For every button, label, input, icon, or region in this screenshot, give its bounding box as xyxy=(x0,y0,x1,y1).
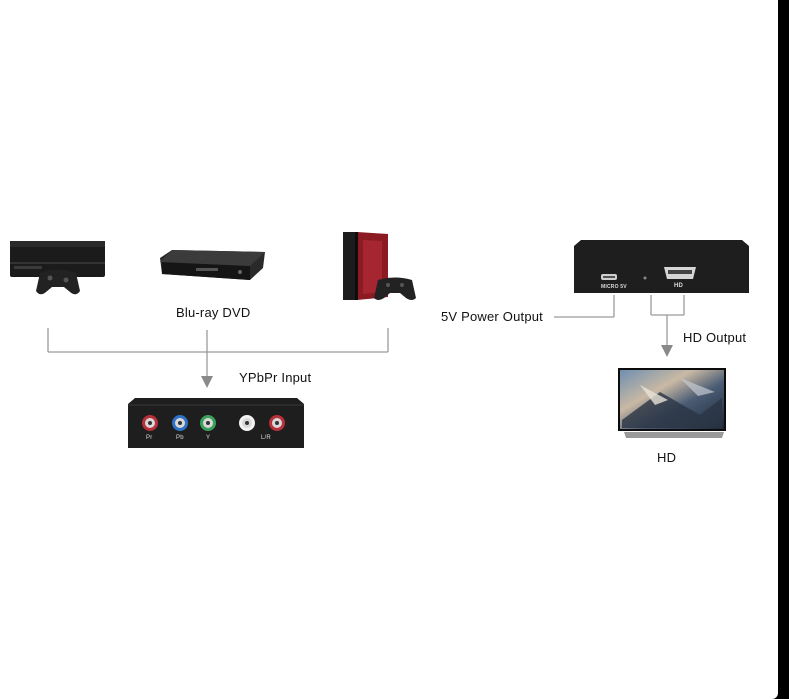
port-label-lr: L/R xyxy=(261,435,271,441)
xbox-console-icon xyxy=(10,241,105,277)
hd-converter-box xyxy=(574,240,749,293)
port-label-hd: HD xyxy=(674,283,684,289)
hd-display-label: HD xyxy=(657,450,677,465)
input-arrow-icon xyxy=(201,376,213,388)
port-label-y: Y xyxy=(206,435,211,441)
hd-tv-icon xyxy=(618,368,726,438)
port-label-pb: Pb xyxy=(176,435,184,441)
dvd-label: Blu-ray DVD xyxy=(176,305,251,320)
port-label-pr: Pr xyxy=(146,435,153,441)
power-output-label: 5V Power Output xyxy=(441,309,543,324)
input-connector-lines xyxy=(47,328,389,376)
ps4-controller-icon xyxy=(374,277,416,300)
xbox-controller-icon xyxy=(36,269,80,295)
hd-output-label: HD Output xyxy=(683,330,747,345)
bluray-player-icon xyxy=(160,250,265,280)
output-connector-lines xyxy=(554,295,685,345)
port-label-micro5v: MICRO 5V xyxy=(601,284,627,290)
ypbpr-converter-box xyxy=(128,398,304,448)
ypbpr-input-label: YPbPr Input xyxy=(239,370,312,385)
output-arrow-icon xyxy=(661,345,673,357)
